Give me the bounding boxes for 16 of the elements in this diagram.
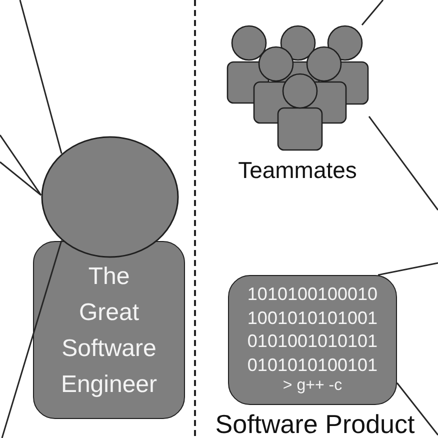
node-label: Software Product: [214, 410, 416, 438]
connector-line: [0, 161, 42, 196]
connector-line: [368, 116, 438, 210]
person-body: [33, 241, 185, 419]
code-panel: [228, 275, 397, 405]
connector-line: [361, 0, 384, 26]
head-circle: [41, 136, 179, 258]
connector-line: [19, 0, 62, 154]
command-text: > g++ -c: [282, 377, 342, 395]
node-label: The Great Software Engineer: [60, 262, 158, 400]
binary-code: 1010100100010 1001010101001 0101001010101 0101010100101: [247, 283, 378, 376]
people-group-illustration: [226, 25, 369, 151]
connector-line: [0, 134, 42, 196]
node-label: Teammates: [237, 157, 358, 183]
connector-line: [396, 382, 438, 436]
connector-line: [378, 262, 438, 276]
